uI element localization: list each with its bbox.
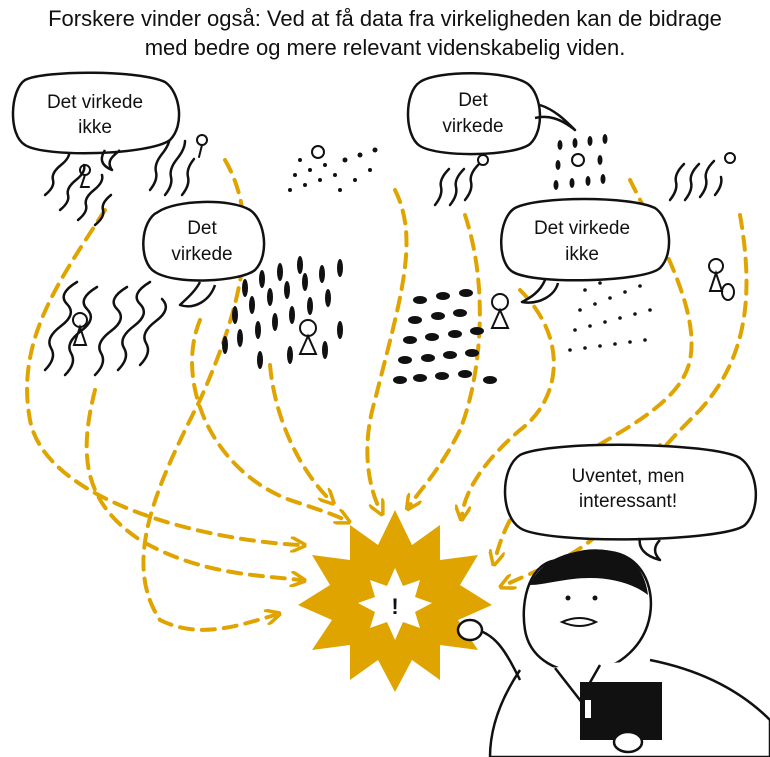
bubble-1-line-1: Det virkede <box>47 92 143 113</box>
arrow-plot-4 <box>190 318 345 520</box>
arrow-plot-8 <box>462 288 556 515</box>
bubble-1-line-2: ikke <box>78 117 112 138</box>
speech-bubble-3: Det virkede <box>406 72 577 156</box>
bubble-4-line-1: Det virkede <box>534 218 630 239</box>
arrow-plot-11 <box>505 443 662 585</box>
field-plot-1 <box>43 148 113 227</box>
starburst-icon: ! <box>298 510 492 692</box>
field-plot-8 <box>222 256 343 369</box>
field-plot-2 <box>148 134 208 197</box>
field-plot-4 <box>433 154 489 207</box>
bubble-3-line-2: virkede <box>442 116 503 137</box>
field-plot-7 <box>43 280 168 377</box>
field-plot-5 <box>553 134 608 190</box>
farmer-figure <box>708 258 735 301</box>
bubble-2-line-2: virkede <box>171 244 232 265</box>
arrow-plot-1 <box>25 208 300 545</box>
bubble-2-line-1: Det <box>187 218 217 239</box>
speech-bubble-4: Det virkede ikke <box>500 197 671 304</box>
bubble-4-line-2: ikke <box>565 244 599 265</box>
speech-bubble-5: Uventet, men interessant! <box>503 443 758 562</box>
researcher-figure <box>456 549 770 757</box>
bubble-5-line-2: interessant! <box>579 491 677 512</box>
burst-mark: ! <box>391 594 398 619</box>
caption-line-2: med bedre og mere relevant videnskabelig… <box>144 35 626 60</box>
speech-bubble-1: Det virkede ikke <box>11 71 181 172</box>
speech-bubble-2: Det virkede <box>142 200 266 308</box>
folder-icon <box>580 682 662 740</box>
arrow-plot-6 <box>365 188 409 510</box>
bubble-5-line-1: Uventet, men <box>572 466 685 487</box>
bubble-3-line-1: Det <box>458 90 488 111</box>
field-plot-9 <box>393 289 510 384</box>
field-plot-6 <box>668 152 736 202</box>
caption-line-1: Forskere vinder også: Ved at få data fra… <box>48 6 722 31</box>
arrow-plot-5 <box>268 363 330 500</box>
arrow-plot-7 <box>410 213 482 505</box>
caption: Forskere vinder også: Ved at få data fra… <box>0 4 770 62</box>
arrow-plot-2 <box>84 388 300 580</box>
field-plot-10 <box>568 268 652 352</box>
field-plot-3 <box>288 145 378 192</box>
